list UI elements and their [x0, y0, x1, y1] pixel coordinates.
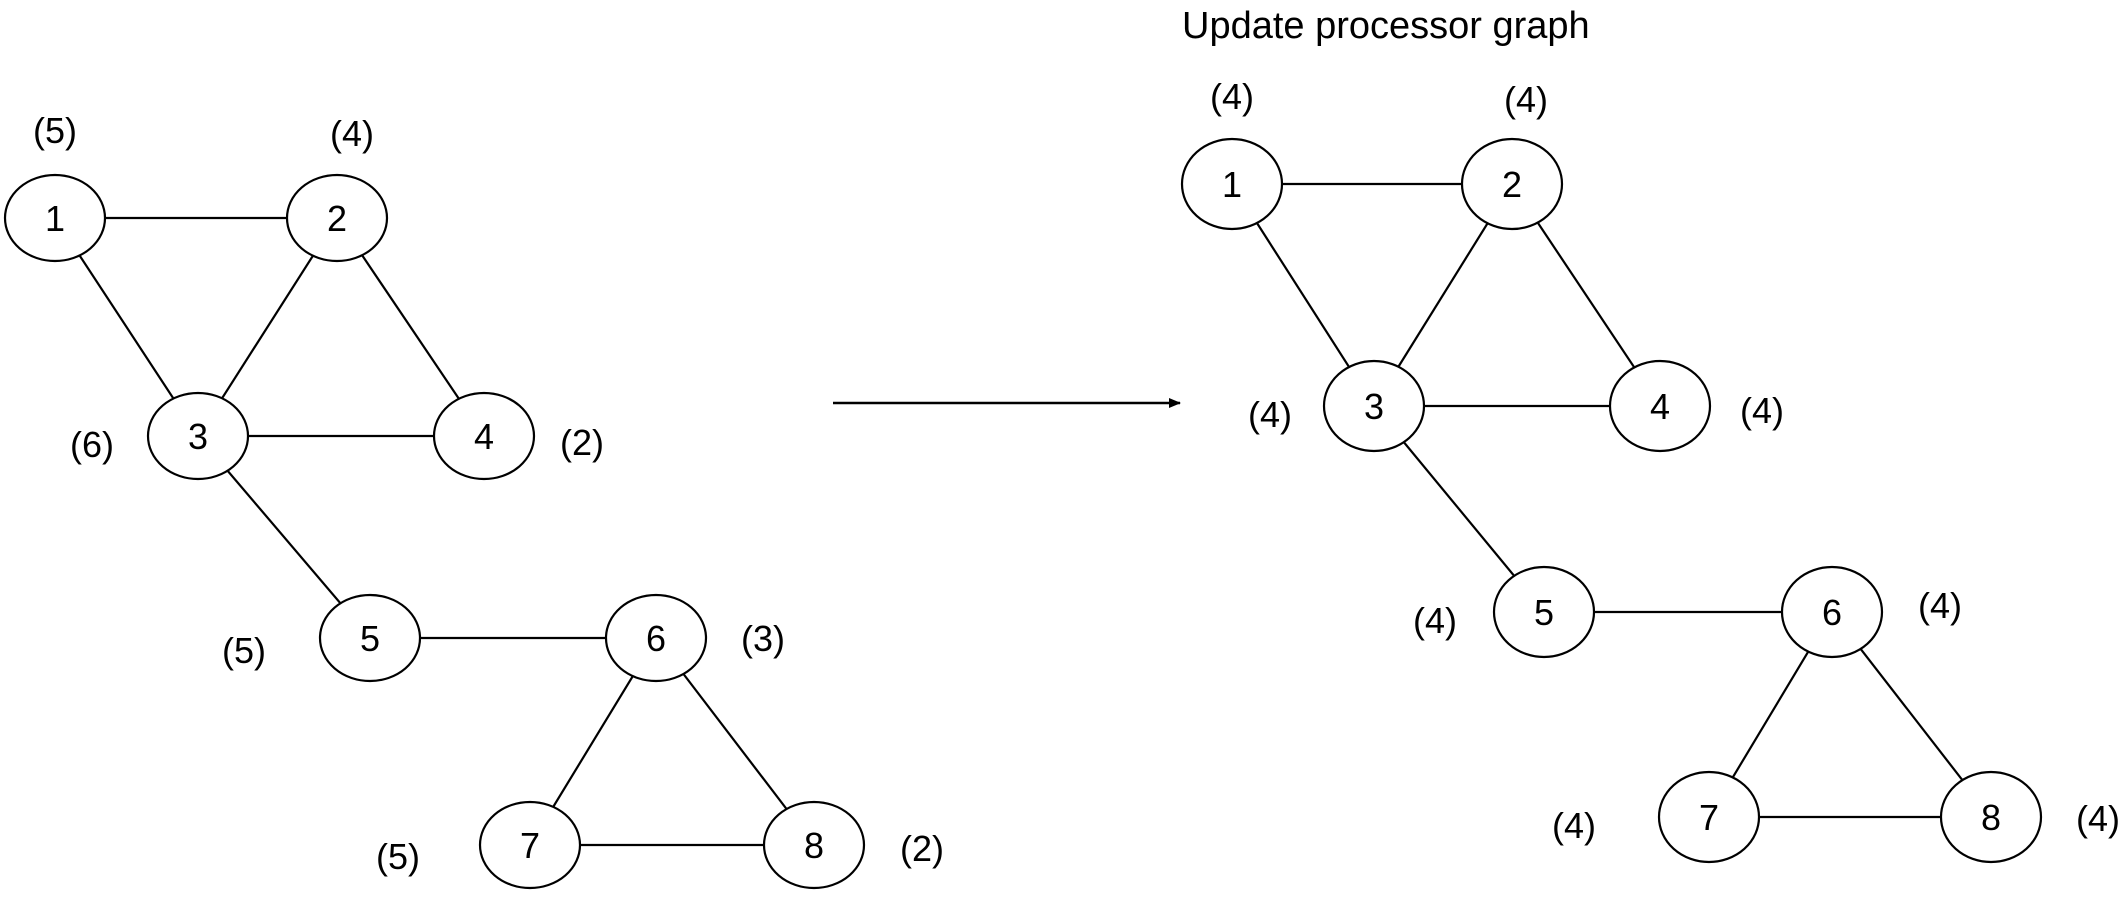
node-label: 5: [1534, 592, 1554, 633]
node-7: 7: [1657, 770, 1761, 864]
node-label: 6: [646, 618, 666, 659]
node-circle: [1939, 770, 2043, 864]
node-4: 4: [432, 391, 536, 481]
node-5: 5: [318, 593, 422, 683]
node-load-label: (3): [741, 618, 785, 659]
diagram-title: Update processor graph: [1182, 5, 1590, 47]
node-load-label: (4): [2076, 798, 2120, 839]
node-label: 3: [188, 416, 208, 457]
node-circle: [432, 391, 536, 481]
node-load-label: (4): [1740, 390, 1784, 431]
graph-before: 1 (5) 2 (4) 3 (6) 4 (2) 5 (5) 6 (3) 7 (5) 8 (2): [3, 110, 944, 890]
node-8: 8: [1939, 770, 2043, 864]
node-label: 8: [1981, 797, 2001, 838]
node-7: 7: [478, 800, 582, 890]
node-circle: [1608, 359, 1712, 453]
node-circle: [1322, 359, 1426, 453]
node-load-label: (4): [1210, 76, 1254, 117]
node-load-label: (5): [376, 836, 420, 877]
node-circle: [762, 800, 866, 890]
node-3: 3: [146, 391, 250, 481]
node-label: 1: [1222, 164, 1242, 205]
node-load-label: (5): [222, 630, 266, 671]
node-circle: [318, 593, 422, 683]
node-load-label: (4): [1504, 79, 1548, 120]
node-circle: [1180, 137, 1284, 231]
node-circle: [478, 800, 582, 890]
node-circle: [285, 173, 389, 263]
node-label: 4: [474, 416, 494, 457]
node-4: 4: [1608, 359, 1712, 453]
node-8: 8: [762, 800, 866, 890]
node-label: 2: [1502, 164, 1522, 205]
node-label: 2: [327, 198, 347, 239]
node-circle: [604, 593, 708, 683]
node-load-label: (2): [900, 828, 944, 869]
node-circle: [146, 391, 250, 481]
node-load-label: (4): [330, 113, 374, 154]
node-load-label: (4): [1248, 394, 1292, 435]
node-1: 1: [1180, 137, 1284, 231]
node-6: 6: [1780, 565, 1884, 659]
graph-after: 1 (4) 2 (4) 3 (4) 4 (4) 5 (4) 6 (4) 7 (4) 8 (4): [1180, 76, 2120, 864]
node-5: 5: [1492, 565, 1596, 659]
node-load-label: (2): [560, 422, 604, 463]
node-circle: [1460, 137, 1564, 231]
node-2: 2: [1460, 137, 1564, 231]
node-load-label: (6): [70, 424, 114, 465]
node-load-label: (4): [1552, 805, 1596, 846]
node-1: 1: [3, 173, 107, 263]
node-label: 5: [360, 618, 380, 659]
node-2: 2: [285, 173, 389, 263]
node-6: 6: [604, 593, 708, 683]
node-label: 7: [520, 825, 540, 866]
node-label: 6: [1822, 592, 1842, 633]
node-load-label: (4): [1918, 585, 1962, 626]
node-label: 7: [1699, 797, 1719, 838]
node-circle: [1780, 565, 1884, 659]
node-label: 8: [804, 825, 824, 866]
node-load-label: (5): [33, 110, 77, 151]
node-circle: [1492, 565, 1596, 659]
node-3: 3: [1322, 359, 1426, 453]
node-label: 4: [1650, 386, 1670, 427]
node-label: 3: [1364, 386, 1384, 427]
node-circle: [1657, 770, 1761, 864]
node-label: 1: [45, 198, 65, 239]
node-load-label: (4): [1413, 600, 1457, 641]
node-circle: [3, 173, 107, 263]
